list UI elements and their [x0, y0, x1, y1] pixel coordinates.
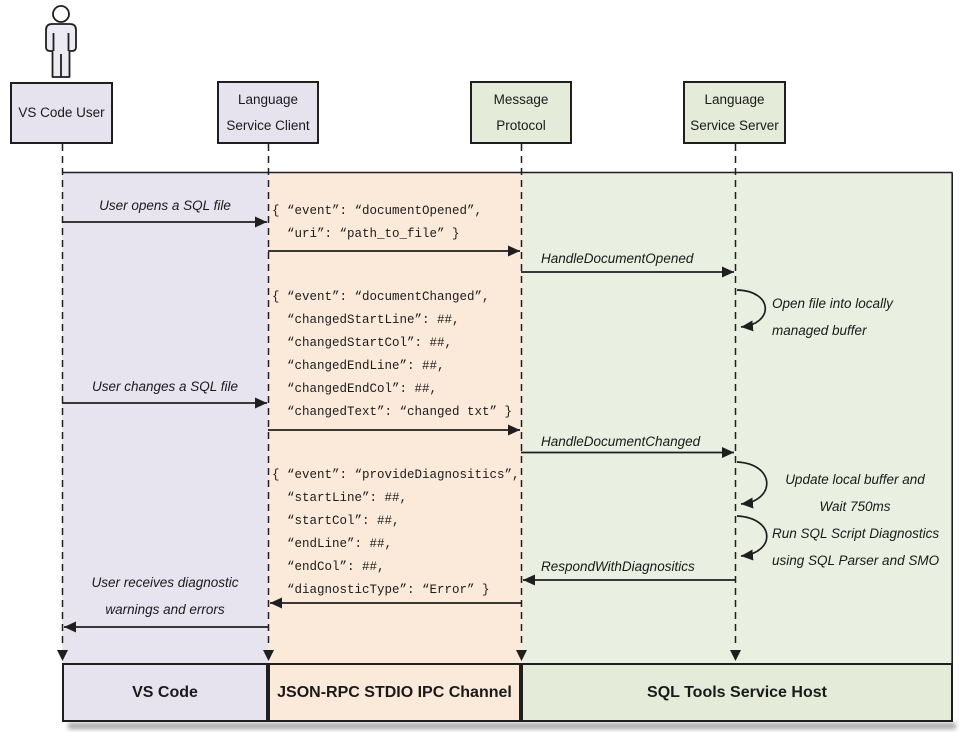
payload-line: “startCol”: ##, [272, 514, 400, 528]
payload-line: “startLine”: ##, [272, 491, 408, 505]
note-line: Run SQL Script Diagnostics [772, 526, 940, 541]
note-line: Open file into locally [772, 296, 893, 311]
footer-label: JSON-RPC STDIO IPC Channel [277, 683, 512, 701]
lifeline-end-arrow-server [730, 650, 741, 661]
lane-json-rpc-channel [268, 173, 521, 663]
actor-box-vs-code-user: VS Code User [10, 82, 113, 144]
payload-line: “changedStartCol”: ##, [272, 336, 453, 350]
message-label-user-receives: User receives diagnostic warnings and er… [62, 569, 268, 623]
self-loop-open-buffer [736, 289, 767, 332]
payload-line: “endLine”: ##, [272, 537, 393, 551]
self-loop-run-diagnostics [736, 515, 768, 561]
payload-line: “endCol”: ##, [272, 560, 385, 574]
payload-line: “diagnosticType”: “Error” } [272, 583, 490, 597]
lane-sql-tools-host [521, 173, 953, 663]
payload-line: { “event”: “documentChanged”, [272, 290, 490, 304]
note-line: using SQL Parser and SMO [772, 553, 940, 568]
lifeline-end-arrow-protocol [516, 650, 527, 661]
payload-line: “changedEndLine”: ##, [272, 359, 445, 373]
payload-line: “changedStartLine”: ##, [272, 313, 460, 327]
message-label-handle-document-changed: HandleDocumentChanged [541, 434, 701, 449]
footer-box-vs-code: VS Code [62, 663, 268, 722]
drop-shadow [68, 723, 956, 729]
actor-head [52, 5, 70, 23]
lane-vscode [62, 173, 268, 663]
user-actor-icon [45, 5, 77, 78]
actor-limb-lines [52, 33, 70, 77]
message-label-line: User receives diagnostic [91, 575, 239, 590]
actor-box-language-service-client: Language Service Client [217, 81, 319, 144]
actor-label: Message [493, 91, 549, 107]
lifeline-end-arrow-client [263, 650, 274, 661]
payload-document-opened: { “event”: “documentOpened”, “uri”: “pat… [272, 200, 482, 246]
lifeline-end-arrow-user [57, 650, 68, 661]
payload-line: “changedEndCol”: ##, [272, 382, 438, 396]
footer-label: SQL Tools Service Host [647, 683, 827, 701]
message-label-user-changes-file: User changes a SQL file [91, 379, 239, 394]
actor-box-language-service-server: Language Service Server [683, 81, 786, 144]
payload-line: { “event”: “documentOpened”, [272, 204, 483, 218]
payload-line: “changedText”: “changed txt” } [272, 405, 513, 419]
note-line: Update local buffer and [785, 472, 925, 487]
actor-label: Language [704, 91, 765, 107]
message-label-user-opens-file: User opens a SQL file [99, 198, 231, 213]
footer-label: VS Code [132, 683, 198, 701]
actor-box-message-protocol: Message Protocol [470, 81, 572, 144]
payload-provide-diagnostics: { “event”: “provideDiagnositics”, “start… [272, 464, 520, 602]
self-loop-update-buffer [736, 461, 768, 509]
payload-line: { “event”: “provideDiagnositics”, [272, 468, 520, 482]
footer-box-sql-tools-service-host: SQL Tools Service Host [521, 663, 953, 722]
note-line: managed buffer [772, 323, 867, 338]
actor-label: Service Server [690, 117, 779, 133]
payload-document-changed: { “event”: “documentChanged”, “changedSt… [272, 286, 512, 424]
note-update-buffer: Update local buffer and Wait 750ms [774, 466, 936, 520]
actor-label: Protocol [496, 117, 546, 133]
note-open-buffer: Open file into locally managed buffer [772, 290, 893, 344]
actor-label: Language [237, 91, 299, 107]
note-run-diagnostics: Run SQL Script Diagnostics using SQL Par… [772, 520, 940, 574]
note-line: Wait 750ms [819, 499, 891, 514]
payload-line: “uri”: “path_to_file” } [272, 227, 460, 241]
message-label-line: warnings and errors [105, 602, 225, 617]
message-label-handle-document-opened: HandleDocumentOpened [541, 251, 694, 266]
footer-box-json-rpc-channel: JSON-RPC STDIO IPC Channel [268, 663, 521, 722]
message-label-respond-with-diagnostics: RespondWithDiagnositics [541, 559, 695, 574]
actor-label: VS Code User [18, 105, 105, 120]
actor-label: Service Client [226, 117, 310, 133]
